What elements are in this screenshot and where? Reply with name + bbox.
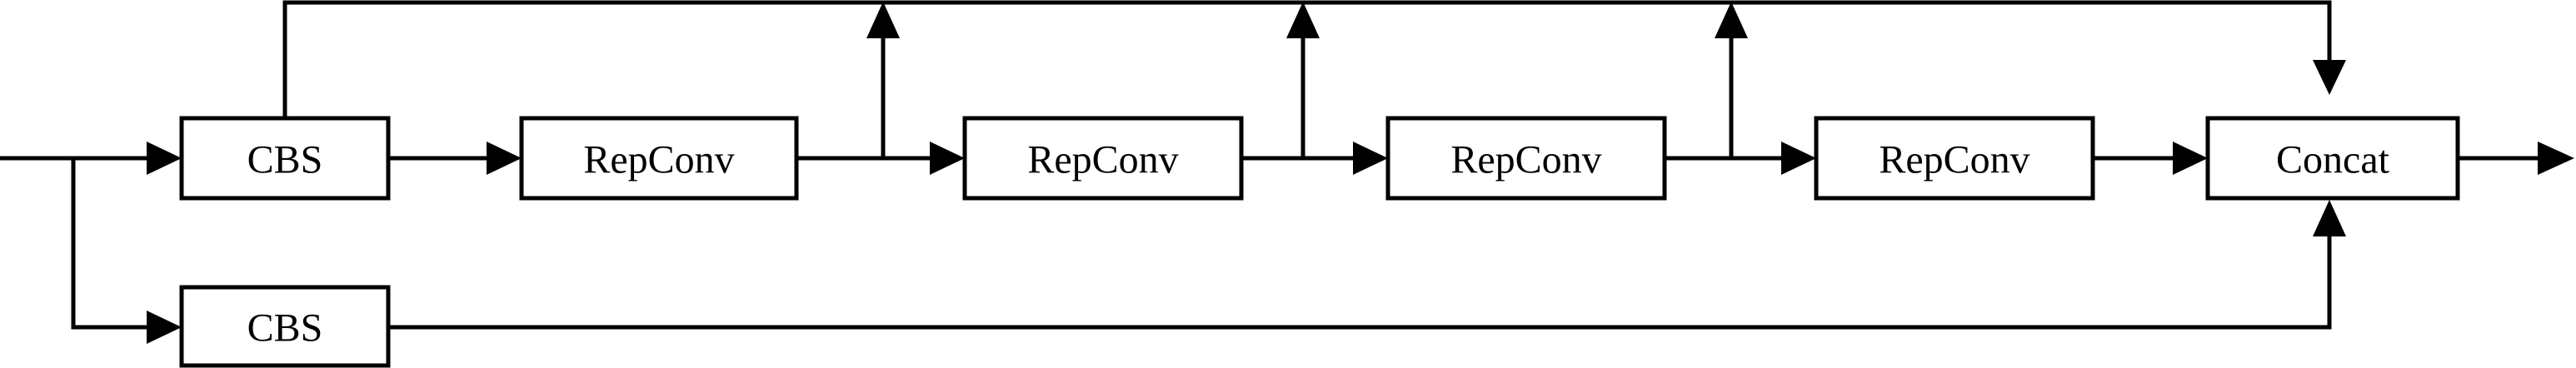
repconv-2-label: RepConv xyxy=(1027,138,1178,182)
arrowhead-into-repconv1 xyxy=(487,142,522,175)
concat-box xyxy=(2205,116,2460,201)
arrowhead-tap-repconv2 xyxy=(1286,2,1320,38)
block-repconv-1: RepConv xyxy=(519,116,799,201)
arrowhead-top-bus-into-concat xyxy=(2313,60,2346,95)
top-bus xyxy=(282,0,2332,117)
arrowhead-tap-repconv3 xyxy=(1715,2,1748,38)
arrowhead-bottom-bus-into-concat xyxy=(2313,200,2346,236)
arrowhead-into-repconv4 xyxy=(1781,142,1816,175)
block-cbs-bottom: CBS xyxy=(179,285,391,368)
arrowheads xyxy=(147,2,2574,344)
input-branch-down xyxy=(71,158,167,330)
block-cbs-top: CBS xyxy=(179,116,391,201)
repconv-4-box xyxy=(1814,116,2095,201)
arrowhead-into-repconv3 xyxy=(1353,142,1388,175)
cbs-bottom-box xyxy=(179,285,391,368)
repconv-1-box xyxy=(519,116,799,201)
cbs-bottom-label: CBS xyxy=(247,306,323,351)
arrowhead-into-cbs-bottom xyxy=(147,311,182,344)
repconv-1-label: RepConv xyxy=(583,138,734,182)
block-concat: Concat xyxy=(2205,116,2460,201)
repconv-2-box xyxy=(962,116,1244,201)
repconv-3-label: RepConv xyxy=(1450,138,1601,182)
arrowhead-tap-repconv1 xyxy=(866,2,900,38)
repconv-4-label: RepConv xyxy=(1879,138,2029,182)
block-repconv-3: RepConv xyxy=(1385,116,1667,201)
cbs-top-box xyxy=(179,116,391,201)
connections xyxy=(0,0,2543,330)
arrowhead-into-concat xyxy=(2173,142,2208,175)
block-repconv-2: RepConv xyxy=(962,116,1244,201)
arrowhead-into-cbs-top xyxy=(147,142,182,175)
arrowhead-output xyxy=(2538,142,2574,175)
concat-label: Concat xyxy=(2276,138,2390,182)
repconv-3-box xyxy=(1385,116,1667,201)
arrowhead-into-repconv2 xyxy=(930,142,965,175)
block-repconv-4: RepConv xyxy=(1814,116,2095,201)
bottom-bus xyxy=(388,236,2332,330)
cbs-top-label: CBS xyxy=(247,138,323,182)
